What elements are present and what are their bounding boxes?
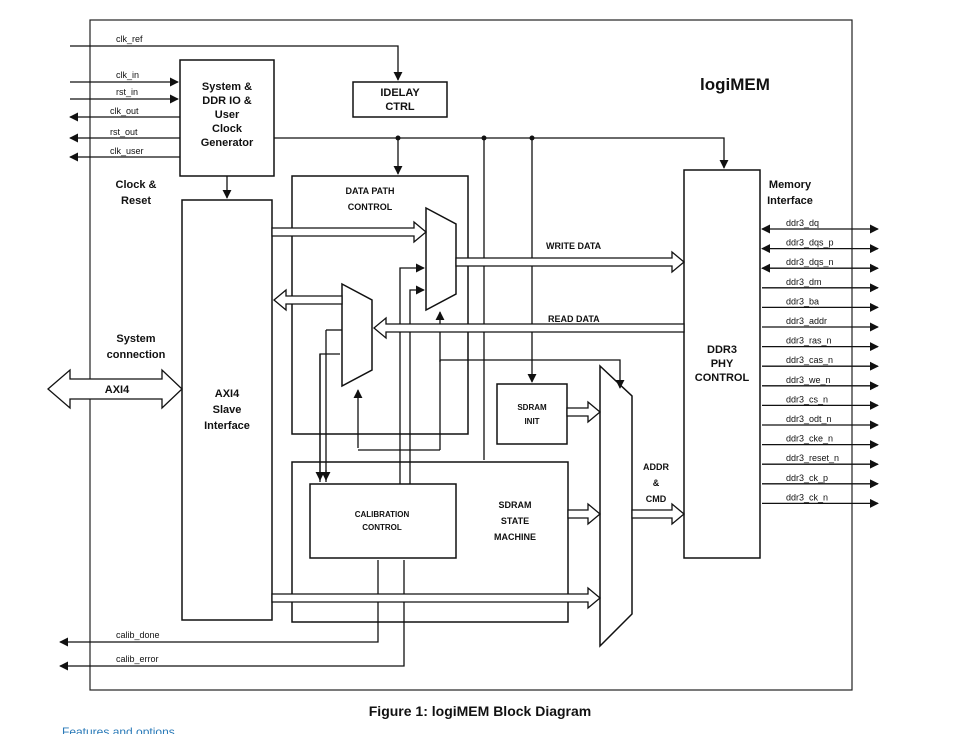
sdram-sm-label-3: MACHINE	[494, 532, 536, 542]
sysgen-label-4: Clock	[212, 123, 243, 135]
calib-label-1: CALIBRATION	[355, 510, 410, 519]
phy-label-3: CONTROL	[695, 372, 750, 384]
axi4-bus-label: AXI4	[105, 384, 130, 396]
ddr3-signal-label: ddr3_ba	[786, 296, 819, 306]
ddr3-signal-label: ddr3_dqs_p	[786, 238, 834, 248]
ddr3-signal-label: ddr3_cs_n	[786, 394, 828, 404]
idelay-label-2: CTRL	[385, 101, 415, 113]
read-mux	[341, 282, 373, 388]
axi-slave-label-1: AXI4	[215, 388, 240, 400]
internal-wires	[274, 135, 729, 484]
signal-clk-in: clk_in	[116, 70, 139, 80]
ddr3-signal-label: ddr3_dm	[786, 277, 822, 287]
signal-clk-out: clk_out	[110, 106, 139, 116]
ddr3-signal-label: ddr3_we_n	[786, 375, 831, 385]
ddr3-signal-label: ddr3_reset_n	[786, 453, 839, 463]
ddr3-signal-group: ddr3_dq ddr3_dqs_p ddr3_dqs_n ddr3_dm ddr3_b…	[761, 218, 879, 508]
phy-block: DDR3 PHY CONTROL	[683, 169, 761, 559]
axi4-bus-arrow	[47, 368, 183, 410]
sysgen-label-2: DDR IO &	[202, 95, 252, 107]
sysgen-label-5: Generator	[201, 137, 254, 149]
ddr3-signal-label: ddr3_odt_n	[786, 414, 832, 424]
sdram-sm-label-2: STATE	[501, 516, 529, 526]
idelay-label-1: IDELAY	[380, 87, 420, 99]
memory-if-label-2: Interface	[767, 195, 813, 207]
calib-label-2: CONTROL	[362, 523, 402, 532]
phy-label-1: DDR3	[707, 344, 737, 356]
sdram-init-block: SDRAM INIT	[496, 383, 568, 445]
ddr3-signal-label: ddr3_addr	[786, 316, 827, 326]
sdram-init-label-1: SDRAM	[517, 403, 547, 412]
ddr3-signal-label: ddr3_ck_p	[786, 473, 828, 483]
datapath-block: DATA PATH CONTROL	[291, 175, 469, 435]
axi-slave-block: AXI4 Slave Interface	[181, 199, 273, 621]
bus-arrows	[271, 220, 686, 610]
logimem-title: logiMEM	[700, 75, 770, 94]
sysgen-label-3: User	[215, 109, 240, 121]
phy-label-2: PHY	[711, 358, 734, 370]
ddr3-signal-label: ddr3_dqs_n	[786, 257, 834, 267]
addr-cmd-label-1: ADDR	[643, 462, 669, 472]
sysgen-block: System & DDR IO & User Clock Generator	[179, 59, 275, 177]
logimem-frame	[89, 19, 853, 691]
sdram-init-label-2: INIT	[524, 417, 539, 426]
ddr3-signal-label: ddr3_ck_n	[786, 492, 828, 502]
ddr3-signal-label: ddr3_ras_n	[786, 336, 832, 346]
system-conn-label-1: System	[116, 333, 155, 345]
read-data-label: READ DATA	[548, 314, 600, 324]
memory-if-label-1: Memory	[769, 179, 812, 191]
signal-clk-ref: clk_ref	[116, 34, 143, 44]
footnote-link[interactable]: Features and options	[62, 725, 175, 734]
addr-cmd-label-2: &	[653, 478, 660, 488]
write-mux	[425, 206, 457, 312]
addr-cmd-mux	[599, 364, 633, 648]
signal-rst-out: rst_out	[110, 127, 138, 137]
ddr3-signal-label: ddr3_dq	[786, 218, 819, 228]
sysgen-label-1: System &	[202, 81, 252, 93]
sdram-sm-label-1: SDRAM	[499, 500, 532, 510]
clock-reset-label-1: Clock &	[116, 179, 157, 191]
axi-slave-label-3: Interface	[204, 420, 250, 432]
signal-calib-error: calib_error	[116, 654, 159, 664]
calib-block: CALIBRATION CONTROL	[309, 483, 457, 559]
idelay-block: IDELAY CTRL	[352, 81, 448, 118]
write-data-label: WRITE DATA	[546, 241, 602, 251]
axi-slave-label-2: Slave	[213, 404, 242, 416]
ddr3-signal-label: ddr3_cke_n	[786, 434, 833, 444]
figure-caption: Figure 1: logiMEM Block Diagram	[368, 703, 592, 719]
clock-reset-label-2: Reset	[121, 195, 151, 207]
datapath-label-1: DATA PATH	[346, 186, 395, 196]
signal-calib-done: calib_done	[116, 630, 160, 640]
addr-cmd-label-3: CMD	[646, 494, 667, 504]
system-conn-label-2: connection	[107, 349, 166, 361]
datapath-label-2: CONTROL	[348, 202, 393, 212]
signal-rst-in: rst_in	[116, 87, 138, 97]
signal-clk-user: clk_user	[110, 146, 144, 156]
ddr3-signal-label: ddr3_cas_n	[786, 355, 833, 365]
